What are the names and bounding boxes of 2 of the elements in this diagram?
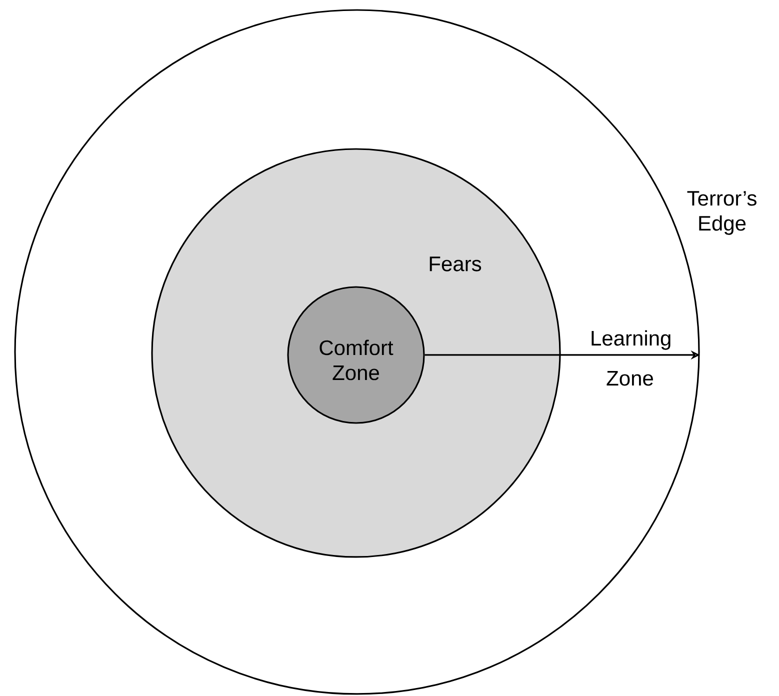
edge-label: Learning Zone bbox=[592, 330, 670, 386]
node-label: Terror’s Edge bbox=[687, 191, 756, 235]
